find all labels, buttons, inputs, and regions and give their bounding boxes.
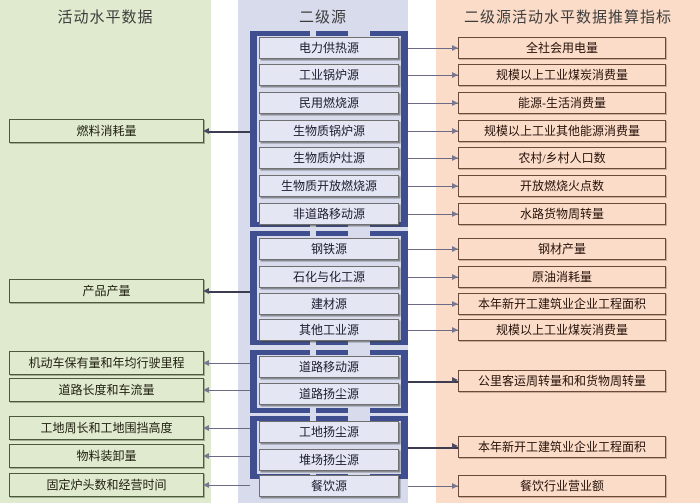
indicator-item-label: 规模以上工业其他能源消费量 [483, 123, 640, 138]
source-item-power-heat[interactable]: 电力供热源 [259, 37, 399, 59]
source-item-label: 道路移动源 [298, 359, 359, 374]
source-item-construction-dust[interactable]: 工地扬尘源 [259, 421, 399, 443]
indicator-item-label: 全社会用电量 [525, 40, 598, 55]
indicator-item-social-electricity[interactable]: 全社会用电量 [458, 37, 666, 59]
activity-item-fuel-consumption[interactable]: 燃料消耗量 [9, 119, 204, 143]
source-item-steel[interactable]: 钢铁源 [259, 238, 399, 260]
source-item-biomass-boiler[interactable]: 生物质锅炉源 [259, 120, 399, 142]
source-item-label: 钢铁源 [310, 241, 347, 256]
source-item-building-materials[interactable]: 建材源 [259, 293, 399, 315]
activity-item-label: 道路长度和车流量 [58, 382, 155, 397]
source-item-label: 电力供热源 [298, 40, 359, 55]
indicator-item-label: 农村/乡村人口数 [518, 150, 606, 165]
source-item-label: 工地扬尘源 [298, 424, 359, 439]
indicator-item-industrial-coal-2[interactable]: 规模以上工业煤炭消费量 [458, 319, 666, 341]
indicator-item-residential-energy[interactable]: 能源-生活消费量 [458, 92, 666, 114]
source-item-label: 民用燃烧源 [298, 95, 359, 110]
indicator-item-steel-output[interactable]: 钢材产量 [458, 238, 666, 260]
indicator-item-label: 钢材产量 [537, 241, 586, 256]
indicator-item-label: 原油消耗量 [531, 269, 592, 284]
indicator-item-new-construction-area-1[interactable]: 本年新开工建筑业企业工程面积 [458, 293, 666, 315]
indicator-item-new-construction-area-2[interactable]: 本年新开工建筑业企业工程面积 [458, 436, 666, 458]
indicator-item-label: 水路货物周转量 [519, 206, 604, 221]
activity-item-label: 固定炉头数和经营时间 [46, 477, 167, 492]
source-item-label: 餐饮源 [310, 478, 347, 493]
source-item-storage-yard-dust[interactable]: 堆场扬尘源 [259, 449, 399, 471]
indicator-item-label: 公里客运周转量和和货物周转量 [477, 373, 646, 388]
column-title-secondary-source: 二级源 [298, 10, 347, 26]
indicator-item-rural-population[interactable]: 农村/乡村人口数 [458, 147, 666, 169]
source-item-label: 堆场扬尘源 [298, 452, 359, 467]
source-item-label: 其他工业源 [298, 322, 359, 337]
source-item-label: 石化与化工源 [292, 269, 365, 284]
source-item-label: 工业锅炉源 [298, 67, 359, 82]
activity-item-material-handling-volume[interactable]: 物料装卸量 [9, 444, 204, 468]
source-item-biomass-open-burning[interactable]: 生物质开放燃烧源 [259, 175, 399, 197]
activity-item-label: 机动车保有量和年均行驶里程 [28, 355, 185, 370]
indicator-item-label: 规模以上工业煤炭消费量 [495, 322, 628, 337]
source-item-label: 非道路移动源 [292, 206, 365, 221]
indicator-item-label: 本年新开工建筑业企业工程面积 [477, 439, 646, 454]
indicator-item-catering-revenue[interactable]: 餐饮行业营业额 [458, 475, 666, 497]
indicator-item-crude-oil-consumption[interactable]: 原油消耗量 [458, 266, 666, 288]
source-item-nonroad-mobile[interactable]: 非道路移动源 [259, 203, 399, 225]
activity-item-label: 产品产量 [82, 283, 131, 298]
activity-item-vehicle-stock-mileage[interactable]: 机动车保有量和年均行驶里程 [9, 351, 204, 375]
indicator-item-label: 开放燃烧火点数 [519, 178, 604, 193]
indicator-item-waterway-freight-turnover[interactable]: 水路货物周转量 [458, 203, 666, 225]
activity-item-stove-count-operating-hours[interactable]: 固定炉头数和经营时间 [9, 473, 204, 497]
activity-item-road-length-traffic[interactable]: 道路长度和车流量 [9, 378, 204, 402]
indicator-item-label: 餐饮行业营业额 [519, 478, 604, 493]
indicator-item-open-burning-fire-spots[interactable]: 开放燃烧火点数 [458, 175, 666, 197]
source-item-other-industry[interactable]: 其他工业源 [259, 319, 399, 341]
source-item-industrial-boiler[interactable]: 工业锅炉源 [259, 64, 399, 86]
source-item-road-mobile[interactable]: 道路移动源 [259, 356, 399, 378]
source-group-bracket-industry [250, 231, 408, 345]
source-item-residential-combustion[interactable]: 民用燃烧源 [259, 92, 399, 114]
column-title-activity-data: 活动水平数据 [57, 10, 154, 26]
indicator-item-label: 本年新开工建筑业企业工程面积 [477, 296, 646, 311]
source-item-road-dust[interactable]: 道路扬尘源 [259, 383, 399, 405]
source-item-label: 道路扬尘源 [298, 386, 359, 401]
source-item-catering[interactable]: 餐饮源 [259, 475, 399, 497]
indicator-item-label: 规模以上工业煤炭消费量 [495, 67, 628, 82]
activity-item-label: 工地周长和工地围挡高度 [40, 420, 173, 435]
activity-item-label: 物料装卸量 [76, 448, 137, 463]
indicator-item-industrial-other-energy[interactable]: 规模以上工业其他能源消费量 [458, 120, 666, 142]
column-title-estimation-indicator: 二级源活动水平数据推算指标 [463, 10, 672, 26]
activity-item-product-output[interactable]: 产品产量 [9, 279, 204, 303]
source-item-label: 生物质开放燃烧源 [280, 178, 377, 193]
activity-item-site-perimeter-fence-height[interactable]: 工地周长和工地围挡高度 [9, 416, 204, 440]
source-item-biomass-stove[interactable]: 生物质炉灶源 [259, 147, 399, 169]
activity-item-label: 燃料消耗量 [76, 123, 137, 138]
source-item-petrochemical[interactable]: 石化与化工源 [259, 266, 399, 288]
source-item-label: 生物质锅炉源 [292, 123, 365, 138]
indicator-item-passenger-freight-turnover[interactable]: 公里客运周转量和和货物周转量 [458, 370, 666, 392]
source-group-bracket-road [250, 350, 408, 413]
source-item-label: 生物质炉灶源 [292, 150, 365, 165]
indicator-item-industrial-coal-1[interactable]: 规模以上工业煤炭消费量 [458, 64, 666, 86]
source-item-label: 建材源 [310, 296, 347, 311]
indicator-item-label: 能源-生活消费量 [518, 95, 606, 110]
